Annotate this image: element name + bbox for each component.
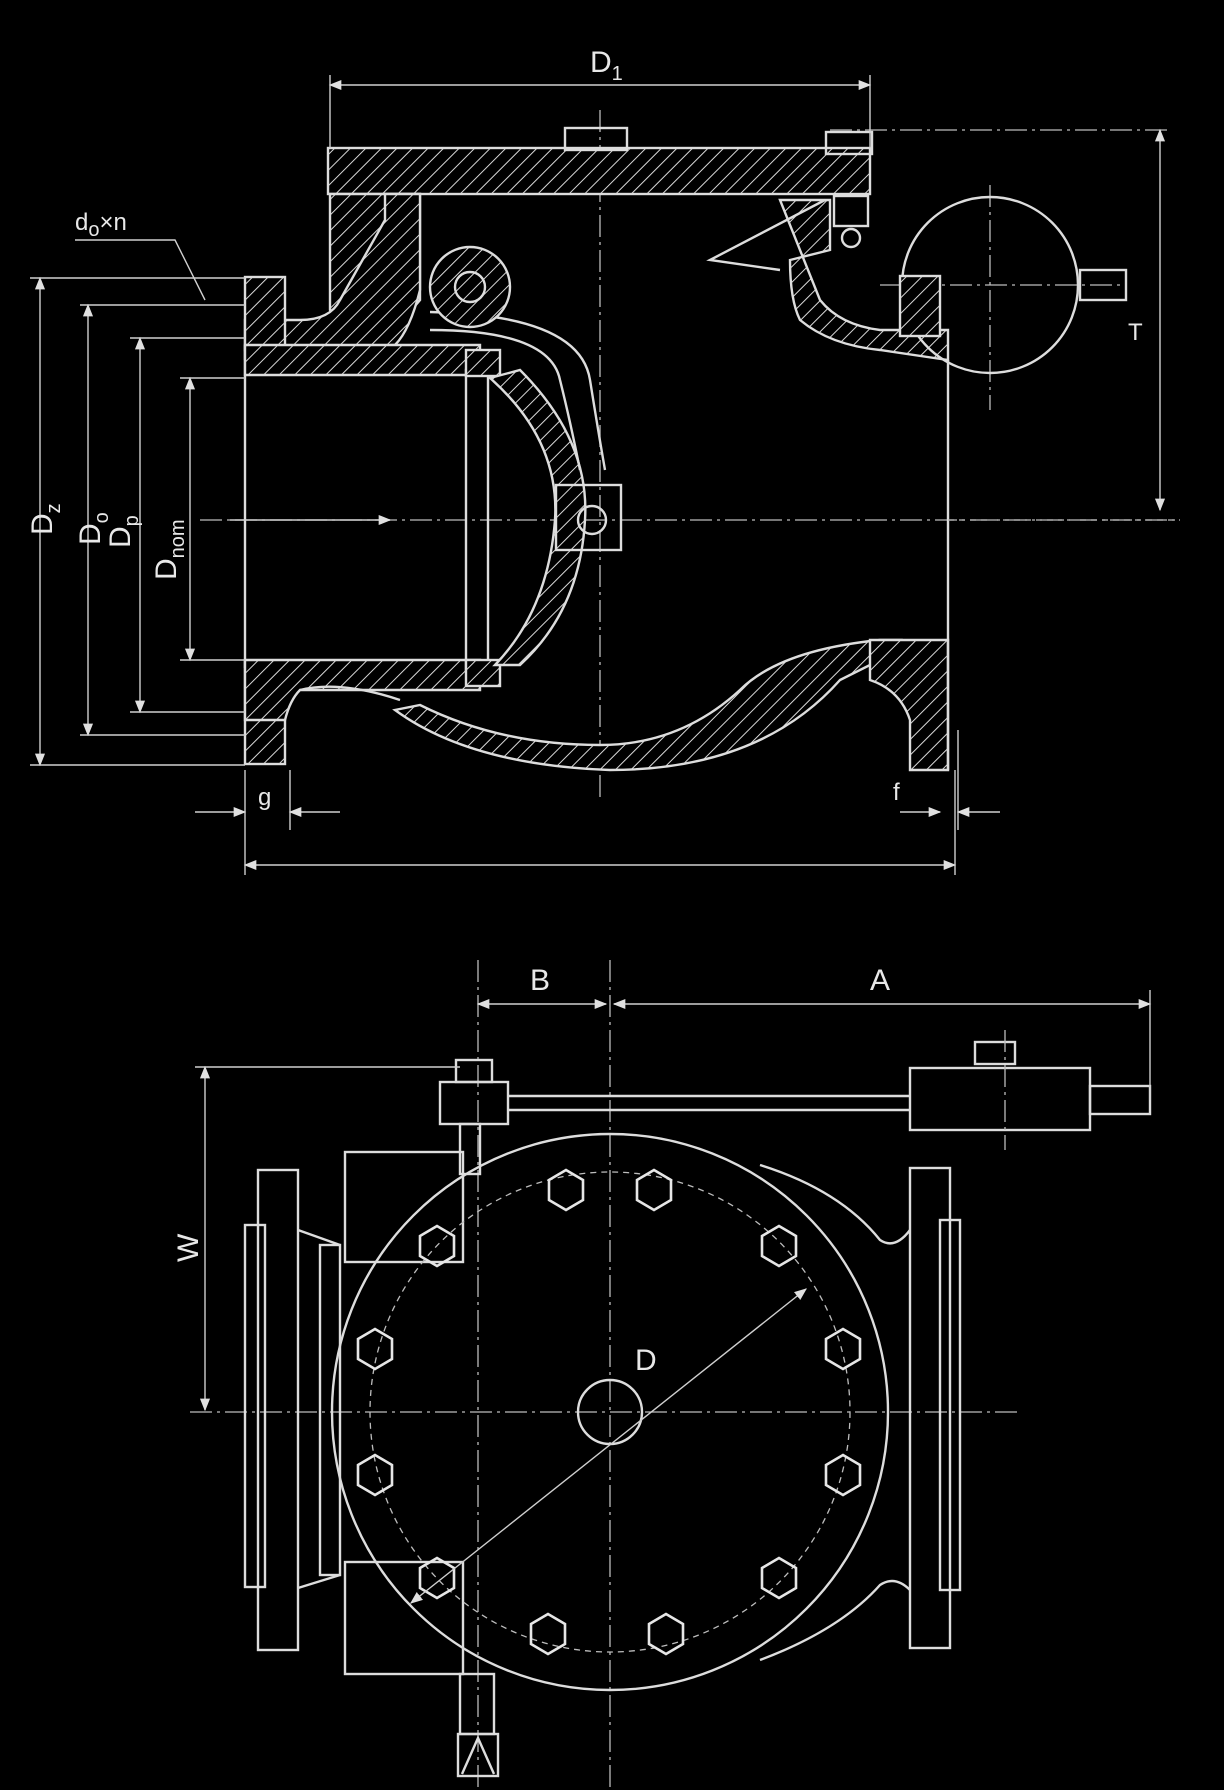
body-bottom-left-transition bbox=[299, 685, 401, 702]
plan-lower-boss bbox=[343, 1560, 465, 1676]
cover-bolt-washer bbox=[840, 227, 862, 249]
bolt-7 bbox=[647, 1612, 685, 1656]
leader-do-x-n bbox=[75, 239, 206, 301]
label-d1: D1 bbox=[590, 46, 623, 85]
label-dz: Dz bbox=[26, 503, 65, 535]
disc-pin bbox=[576, 504, 608, 536]
label-f: f bbox=[893, 779, 900, 806]
plan-shaft-end-mark bbox=[460, 1735, 496, 1775]
plan-counterweight bbox=[908, 1066, 1092, 1132]
hinge-arm-outer bbox=[429, 328, 582, 471]
plan-right-neck-top bbox=[759, 1163, 911, 1245]
plan-right-flange-face bbox=[938, 1218, 962, 1592]
label-dnom: Dnom bbox=[150, 519, 189, 580]
label-do-x-n: do×n bbox=[75, 209, 127, 241]
label-dp: Dp bbox=[104, 515, 143, 548]
bolt-3 bbox=[760, 1224, 798, 1268]
plan-lever-hub bbox=[438, 1080, 510, 1126]
plan-left-flange-face bbox=[243, 1223, 267, 1589]
plan-view: B A W D bbox=[172, 960, 1152, 1790]
plan-bolt-circle bbox=[369, 1171, 851, 1653]
bolt-1 bbox=[547, 1168, 585, 1212]
plan-shaft-upper bbox=[458, 1122, 482, 1176]
bolt-12 bbox=[418, 1224, 456, 1268]
check-disc bbox=[487, 368, 587, 667]
section-view: D1 do×n Dz Do Dp Dnom T g bbox=[26, 46, 1180, 875]
seat-ring-top bbox=[464, 348, 502, 378]
label-g: g bbox=[258, 784, 271, 811]
cover-bolt-head bbox=[824, 130, 874, 156]
plan-right-neck-bottom bbox=[759, 1579, 911, 1662]
outlet-flange-bottom bbox=[868, 638, 950, 772]
dim-d-line bbox=[410, 1288, 807, 1604]
bolt-11 bbox=[356, 1327, 394, 1371]
label-b: B bbox=[530, 964, 550, 997]
label-t: T bbox=[1128, 319, 1143, 346]
label-w: W bbox=[172, 1233, 205, 1262]
plan-left-flange bbox=[256, 1168, 300, 1652]
label-do: Do bbox=[74, 512, 113, 545]
label-a: A bbox=[870, 964, 890, 997]
disc-hub bbox=[554, 483, 623, 552]
plan-left-body bbox=[318, 1243, 342, 1577]
counterweight-stub bbox=[1078, 268, 1128, 302]
plan-left-neck-bottom bbox=[297, 1573, 341, 1590]
cover-boss bbox=[563, 126, 629, 152]
hinge-boss bbox=[428, 245, 512, 329]
bolt-10 bbox=[356, 1453, 394, 1497]
plan-left-neck-top bbox=[297, 1228, 341, 1247]
hinge-shaft bbox=[453, 270, 487, 304]
plan-cover-outline bbox=[330, 1132, 890, 1692]
bolt-6 bbox=[760, 1556, 798, 1600]
label-d: D bbox=[635, 1344, 657, 1377]
plan-shaft-lower bbox=[458, 1672, 496, 1736]
cover-bolt-nut bbox=[832, 194, 870, 228]
bolt-4 bbox=[824, 1327, 862, 1371]
plan-counterweight-nut bbox=[973, 1040, 1017, 1066]
inlet-pipe-top-wall bbox=[243, 343, 482, 377]
plan-bolts bbox=[356, 1168, 862, 1656]
lever-link bbox=[706, 198, 826, 272]
plan-right-flange bbox=[908, 1166, 952, 1650]
plan-lever-nut bbox=[454, 1058, 494, 1084]
plan-shaft-end bbox=[456, 1732, 500, 1778]
body-bottom-curve bbox=[392, 638, 903, 772]
bolt-2 bbox=[635, 1168, 673, 1212]
cover-plate bbox=[326, 146, 872, 196]
counterweight-hub bbox=[898, 274, 942, 338]
bolt-8 bbox=[529, 1612, 567, 1656]
plan-lever-end bbox=[1088, 1084, 1152, 1116]
bolt-5 bbox=[824, 1453, 862, 1497]
plan-upper-boss bbox=[343, 1150, 465, 1264]
right-upper-casting bbox=[778, 198, 950, 362]
